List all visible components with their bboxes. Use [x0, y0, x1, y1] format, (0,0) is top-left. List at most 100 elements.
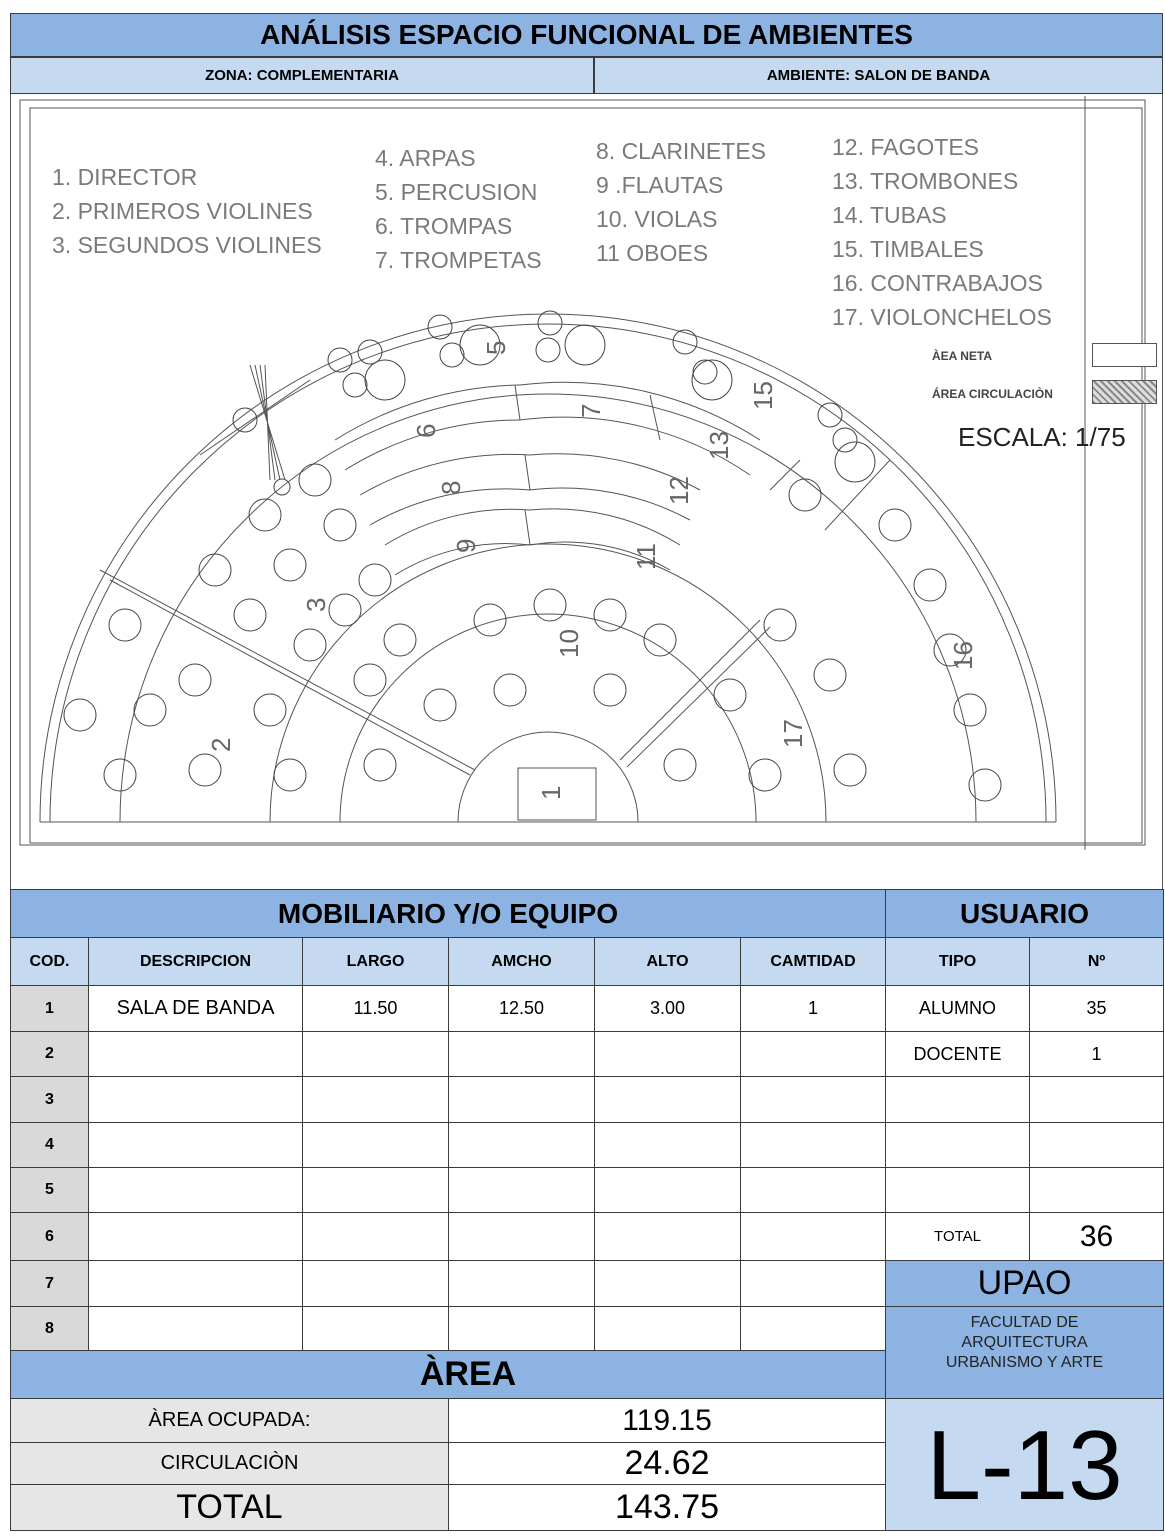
col-header-alto: ALTO [594, 937, 741, 986]
cantidad-cell [739, 1076, 887, 1123]
legend-item: 15. TIMBALES [832, 236, 984, 262]
alto-cell [594, 1260, 741, 1307]
legend-item: 7. TROMPETAS [375, 247, 542, 273]
ancho-cell [448, 1122, 595, 1168]
col-header-cantidad: CAMTIDAD [739, 937, 887, 986]
alto-cell [594, 1167, 741, 1213]
tipo-cell [885, 1076, 1031, 1123]
ancho-cell [448, 1031, 595, 1077]
table-row: 2 DOCENTE 1 [10, 1031, 1165, 1077]
numero-cell [1029, 1076, 1165, 1123]
faculty-line: URBANISMO Y ARTE [945, 1354, 1104, 1371]
cantidad-cell [739, 1031, 887, 1077]
page-title: ANÁLISIS ESPACIO FUNCIONAL DE AMBIENTES [10, 13, 1163, 57]
area-circulacion-label: CIRCULACIÒN [10, 1442, 449, 1485]
legend-item: 5. PERCUSION [375, 179, 538, 205]
descripcion-cell [88, 1306, 303, 1351]
cantidad-cell [739, 1306, 887, 1351]
cod-cell: 4 [10, 1122, 89, 1168]
plan-number-16: 16 [948, 641, 978, 670]
plan-number-8: 8 [436, 481, 466, 495]
table-row: 4 [10, 1122, 1165, 1168]
numero-cell [1029, 1167, 1165, 1213]
legend-item: 1. DIRECTOR [52, 164, 198, 190]
legend-col-1: 1. DIRECTOR 2. PRIMEROS VIOLINES 3. SEGU… [52, 160, 322, 262]
legend-col-4: 12. FAGOTES 13. TROMBONES 14. TUBAS 15. … [832, 130, 1052, 334]
ancho-cell [448, 1306, 595, 1351]
cantidad-cell [739, 1167, 887, 1213]
largo-cell [302, 1167, 449, 1213]
numero-cell: 35 [1029, 985, 1165, 1032]
plan-number-17: 17 [778, 719, 808, 748]
legend-item: 8. CLARINETES [596, 138, 766, 164]
faculty-line: ARQUITECTURA [961, 1334, 1088, 1351]
plan-number-11: 11 [631, 543, 661, 570]
institution-name: UPAO [885, 1260, 1165, 1307]
alto-cell: 3.00 [594, 985, 741, 1032]
col-header-largo: LARGO [302, 937, 449, 986]
faculty-line: FACULTAD DE [970, 1314, 1079, 1331]
descripcion-cell [88, 1122, 303, 1168]
largo-cell [302, 1122, 449, 1168]
cod-cell: 1 [10, 985, 89, 1032]
plan-number-6: 6 [411, 424, 441, 438]
cod-cell: 2 [10, 1031, 89, 1077]
descripcion-cell [88, 1260, 303, 1307]
cod-cell: 3 [10, 1076, 89, 1123]
table-row: 3 [10, 1076, 1165, 1123]
key-area-circulacion-label: ÁREA CIRCULACIÒN [932, 387, 1053, 401]
cantidad-cell [739, 1122, 887, 1168]
plan-number-10: 10 [554, 629, 584, 658]
ancho-cell [448, 1260, 595, 1307]
alto-cell [594, 1076, 741, 1123]
ancho-cell [448, 1212, 595, 1261]
legend-item: 11 OBOES [596, 240, 709, 266]
cantidad-cell [739, 1260, 887, 1307]
ancho-cell [448, 1167, 595, 1213]
area-circulacion-value: 24.62 [447, 1442, 887, 1485]
key-area-neta-label: ÀEA NETA [932, 349, 992, 363]
area-row-total: TOTAL 143.75 [10, 1484, 1164, 1531]
escala-label: ESCALA: 1/75 [958, 422, 1126, 452]
area-total-label: TOTAL [10, 1484, 449, 1531]
cod-cell: 5 [10, 1167, 89, 1213]
tipo-cell: DOCENTE [885, 1031, 1031, 1077]
area-ocupada-value: 119.15 [447, 1398, 887, 1443]
col-header-numero: Nº [1029, 937, 1165, 986]
legend-item: 13. TROMBONES [832, 168, 1019, 194]
tipo-cell: ALUMNO [885, 985, 1031, 1032]
legend-item: 4. ARPAS [375, 145, 476, 171]
usuario-title: USUARIO [885, 889, 1165, 938]
area-total-value: 143.75 [447, 1484, 887, 1531]
plan-number-5: 5 [481, 341, 511, 355]
legend-item: 14. TUBAS [832, 202, 947, 228]
legend-col-2: 4. ARPAS 5. PERCUSION 6. TROMPAS 7. TROM… [375, 141, 542, 277]
key-area-circulacion-swatch [1092, 380, 1157, 404]
mobiliario-title: MOBILIARIO Y/O EQUIPO [9, 889, 887, 938]
mobiliario-usuario-table: MOBILIARIO Y/O EQUIPO USUARIO COD. DESCR… [9, 889, 1165, 1531]
largo-cell [302, 1031, 449, 1077]
alto-cell [594, 1031, 741, 1077]
legend-item: 3. SEGUNDOS VIOLINES [52, 232, 322, 258]
table-row: 8 FACULTAD DE ARQUITECTURA URBANISMO Y A… [10, 1306, 1165, 1399]
sheet-number: L-13 [885, 1398, 1165, 1531]
legend-item: 17. VIOLONCHELOS [832, 304, 1052, 330]
area-title: ÀREA [9, 1350, 887, 1399]
area-row-circulacion: CIRCULACIÒN 24.62 [10, 1442, 1164, 1485]
cod-cell: 8 [10, 1306, 89, 1351]
descripcion-cell [88, 1076, 303, 1123]
key-area-neta-swatch [1092, 343, 1157, 367]
legend-item: 12. FAGOTES [832, 134, 979, 160]
plan-number-13: 13 [704, 431, 734, 460]
plan-number-3: 3 [301, 598, 331, 612]
alto-cell [594, 1212, 741, 1261]
cantidad-cell: 1 [739, 985, 887, 1032]
plan-number-12: 12 [664, 476, 694, 505]
largo-cell [302, 1260, 449, 1307]
usuario-total-value: 36 [1029, 1212, 1165, 1261]
alto-cell [594, 1122, 741, 1168]
table-row: 1 SALA DE BANDA 11.50 12.50 3.00 1 ALUMN… [10, 985, 1165, 1032]
descripcion-cell: SALA DE BANDA [88, 985, 303, 1032]
numero-cell [1029, 1122, 1165, 1168]
area-ocupada-label: ÀREA OCUPADA: [10, 1398, 449, 1443]
